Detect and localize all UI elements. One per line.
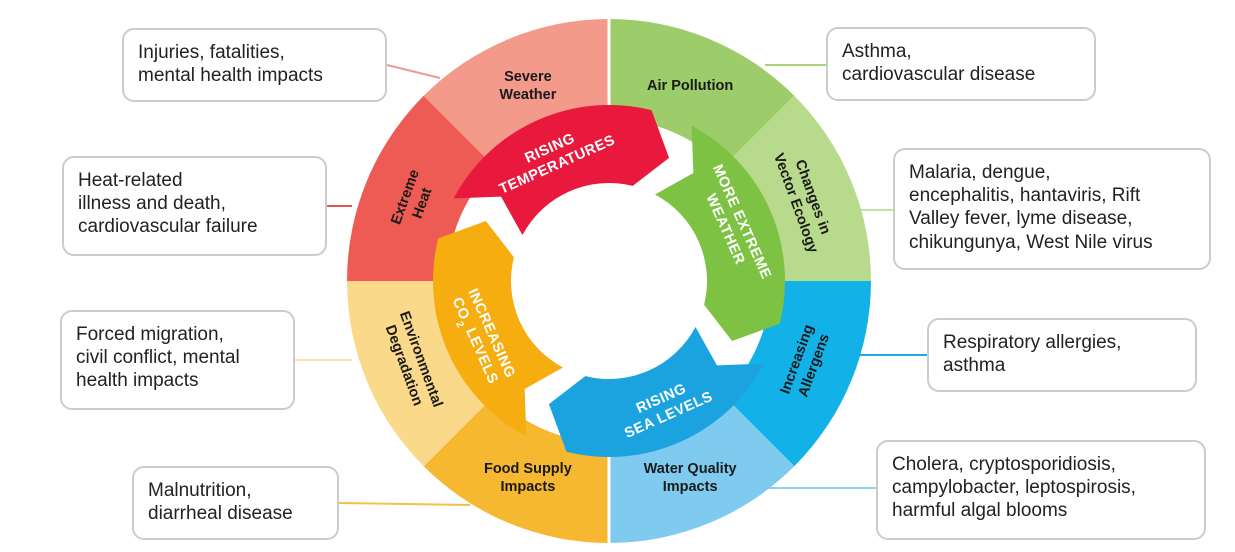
ring-segment-extreme-heat (347, 95, 495, 281)
arrow-co2 (433, 220, 563, 437)
ring-segment-vector-ecology (723, 95, 871, 281)
ring-label-air-pollution: Air Pollution (647, 78, 733, 94)
box-line: Respiratory allergies, (943, 332, 1122, 353)
outer-ring (347, 17, 871, 545)
box-line: Valley fever, lyme disease, (909, 208, 1133, 230)
box-line: health impacts (76, 370, 199, 392)
ring-segment-severe-weather (423, 19, 609, 167)
box-line: Cholera, cryptosporidiosis, (892, 454, 1116, 475)
box-line: illness and death, (78, 193, 226, 215)
arrow-sea (548, 327, 765, 457)
box-line: Asthma, (842, 41, 912, 62)
box-allergens: Respiratory allergies, asthma (927, 318, 1197, 392)
box-line: asthma (943, 355, 1006, 377)
box-line: encephalitis, hantaviris, Rift (909, 185, 1141, 207)
box-line: campylobacter, leptospirosis, (892, 477, 1136, 499)
box-line: Forced migration, (76, 324, 224, 345)
ring-segment-air-pollution (609, 19, 795, 167)
connector-line (338, 502, 471, 506)
box-extreme-heat: Heat-related illness and death, cardiova… (62, 156, 327, 256)
box-air-pollution: Asthma, cardiovascular disease (826, 27, 1096, 101)
box-food-supply: Malnutrition, diarrheal disease (132, 466, 339, 540)
box-line: Malaria, dengue, (909, 162, 1051, 183)
box-line: chikungunya, West Nile virus (909, 231, 1153, 253)
box-line: civil conflict, mental (76, 347, 240, 369)
box-env-degradation: Forced migration, civil conflict, mental… (60, 310, 295, 410)
box-line: harmful algal blooms (892, 500, 1068, 522)
box-line: cardiovascular failure (78, 216, 258, 238)
box-line: Injuries, fatalities, (138, 42, 285, 63)
box-severe-weather: Injuries, fatalities, mental health impa… (122, 28, 387, 102)
connector-lines (295, 64, 927, 506)
box-vector-ecology: Malaria, dengue, encephalitis, hantaviri… (893, 148, 1211, 270)
arrow-weather (655, 125, 785, 342)
arrow-temp (453, 105, 670, 235)
box-line: cardiovascular disease (842, 64, 1036, 86)
center-arrows (433, 105, 785, 457)
connector-line (386, 64, 441, 79)
box-line: diarrheal disease (148, 503, 293, 525)
box-line: mental health impacts (138, 65, 323, 87)
box-water-quality: Cholera, cryptosporidiosis, campylobacte… (876, 440, 1206, 540)
ring-segment-food-supply (423, 395, 609, 543)
ring-segment-env-degradation (347, 281, 495, 467)
ring-segment-allergens (723, 281, 871, 467)
box-line: Heat-related (78, 170, 183, 191)
box-line: Malnutrition, (148, 480, 252, 501)
ring-segment-water-quality (609, 395, 795, 543)
